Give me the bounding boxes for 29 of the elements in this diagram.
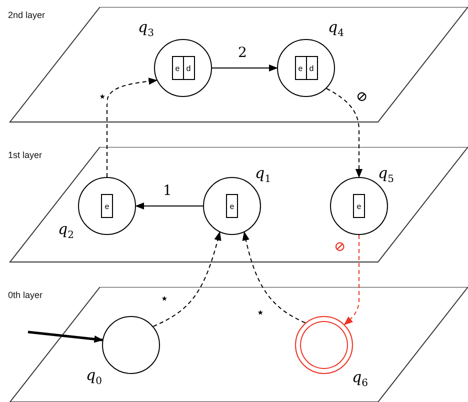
- transition-arrow: [344, 234, 360, 326]
- layer-label: 0th layer: [8, 290, 43, 300]
- register-cell-text: e: [104, 200, 110, 212]
- state-name: q$_{4}$: [328, 18, 344, 39]
- layer-label: 1st layer: [8, 150, 42, 160]
- state-name: q$_{0}$: [86, 366, 102, 387]
- transition-arrow: [212, 64, 278, 72]
- register-cell-text: e: [297, 62, 304, 74]
- transition-arrow: [326, 88, 363, 178]
- edge-label: 2: [238, 46, 247, 60]
- state-name: q$_{5}$: [378, 164, 394, 185]
- register-cell-text: e: [228, 200, 236, 212]
- transition-arrow: [135, 202, 204, 210]
- state-name: q$_{2}$: [58, 220, 74, 241]
- transition-arrow: [106, 78, 158, 178]
- edge-label: 1: [163, 184, 172, 198]
- register-cell: d: [182, 57, 194, 79]
- layer-label: 2nd layer: [8, 10, 46, 20]
- transition-arrow: [242, 231, 306, 324]
- register-cell-text: e: [174, 62, 181, 74]
- edge-label: ⊘: [334, 240, 346, 254]
- register-cell-text: e: [356, 200, 362, 212]
- edge-label: ⊘: [356, 90, 368, 104]
- state-name: q$_{1}$: [255, 164, 271, 185]
- state-name: q$_{3}$: [138, 18, 154, 39]
- start-arrow: [28, 330, 104, 343]
- transition-arrow: [152, 231, 222, 327]
- state-name: q$_{6}$: [352, 368, 368, 389]
- register-cell: d: [306, 57, 316, 79]
